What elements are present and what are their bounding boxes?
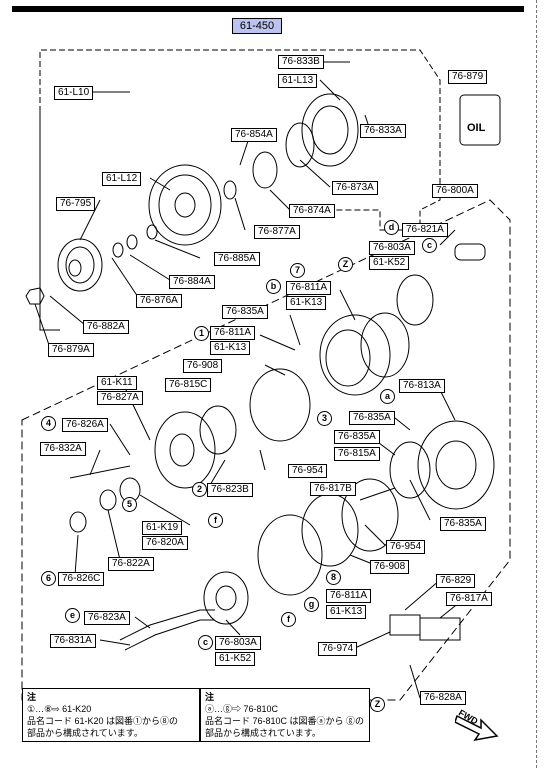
label-76-974: 76-974	[318, 642, 358, 656]
label-76-811A-mid: 76-811A	[210, 326, 256, 340]
label-61-L13: 61-L13	[278, 74, 318, 88]
note-2-line3: 部品から構成されています。	[205, 728, 321, 738]
callout-f-lower: f	[281, 612, 296, 627]
callout-f-upper: f	[208, 513, 223, 528]
label-76-954-bot: 76-954	[386, 540, 426, 554]
note-2-line2: 品名コード 76-810C は図番ⓐから ⓖの	[205, 716, 365, 726]
callout-e: e	[65, 608, 80, 623]
callout-z-bottom: Z	[370, 697, 385, 712]
oil-can-label: OIL	[467, 122, 486, 134]
label-76-831A: 76-831A	[50, 634, 96, 648]
label-61-L12: 61-L12	[102, 172, 142, 186]
label-76-879: 76-879	[448, 70, 488, 84]
label-76-879A: 76-879A	[48, 343, 94, 357]
label-61-K13-top: 61-K13	[286, 296, 327, 310]
callout-d: d	[384, 220, 399, 235]
label-76-827A: 76-827A	[97, 391, 143, 405]
callout-2: 2	[192, 482, 207, 497]
label-76-833B: 76-833B	[278, 55, 324, 69]
label-76-908-top: 76-908	[183, 359, 223, 373]
callout-6: 6	[41, 571, 56, 586]
callout-8: 8	[326, 570, 341, 585]
label-76-811A-top: 76-811A	[286, 281, 332, 295]
note-2-head: 注	[205, 692, 215, 702]
callout-3: 3	[317, 411, 332, 426]
label-76-873A: 76-873A	[332, 181, 378, 195]
label-61-K52-top: 61-K52	[369, 256, 410, 270]
label-76-803A-top: 76-803A	[369, 241, 415, 255]
label-61-K11: 61-K11	[97, 376, 137, 390]
label-76-884A: 76-884A	[169, 275, 215, 289]
callout-1: 1	[194, 326, 209, 341]
label-76-811A-bot: 76-811A	[326, 589, 372, 603]
label-76-828A: 76-828A	[420, 691, 466, 705]
label-76-874A: 76-874A	[289, 204, 335, 218]
label-76-876A: 76-876A	[136, 294, 182, 308]
note-76-810C: 注 ⓐ…ⓖ⇨ 76-810C 品名コード 76-810C は図番ⓐから ⓖの 部…	[200, 688, 370, 742]
diagram-title: 61-450	[232, 18, 282, 34]
label-76-954-top: 76-954	[288, 464, 328, 478]
callout-b: b	[266, 279, 281, 294]
label-76-820A: 76-820A	[142, 536, 188, 550]
label-76-885A: 76-885A	[214, 252, 260, 266]
label-76-822A: 76-822A	[108, 557, 154, 571]
label-76-835A-b: 76-835A	[334, 430, 380, 444]
callout-c-top: c	[422, 238, 437, 253]
label-76-826C: 76-826C	[58, 572, 105, 586]
forward-arrow-icon	[455, 714, 499, 742]
callout-7: 7	[290, 263, 305, 278]
label-76-854A: 76-854A	[231, 128, 277, 142]
label-76-817B: 76-817B	[310, 482, 356, 496]
label-76-803A-bot: 76-803A	[215, 636, 261, 650]
label-61-K13-bot: 61-K13	[326, 605, 367, 619]
note-1-line2: 品名コード 61-K20 は図番①から⑧の	[27, 716, 179, 726]
callout-5: 5	[122, 497, 137, 512]
label-76-833A: 76-833A	[360, 124, 406, 138]
label-76-829: 76-829	[436, 574, 476, 588]
label-61-K13-mid: 61-K13	[210, 341, 251, 355]
label-61-K19: 61-K19	[142, 521, 183, 535]
callout-c: c	[198, 635, 213, 650]
label-76-795: 76-795	[56, 197, 96, 211]
page-edge	[536, 0, 538, 768]
note-1-line1: ①…⑧⇨ 61-K20	[27, 704, 92, 714]
label-76-877A: 76-877A	[254, 225, 300, 239]
label-76-826A: 76-826A	[62, 418, 108, 432]
label-76-832A: 76-832A	[40, 442, 86, 456]
label-76-817A: 76-817A	[446, 592, 492, 606]
label-76-882A: 76-882A	[83, 320, 129, 334]
callout-4: 4	[41, 416, 56, 431]
callout-z-top: Z	[338, 257, 353, 272]
label-76-835A-top: 76-835A	[222, 305, 268, 319]
label-76-908-bot: 76-908	[370, 560, 410, 574]
label-76-821A: 76-821A	[402, 223, 448, 237]
note-61-K20: 注 ①…⑧⇨ 61-K20 品名コード 61-K20 は図番①から⑧の 部品から…	[22, 688, 200, 742]
callout-g: g	[304, 597, 319, 612]
label-76-823A: 76-823A	[84, 611, 130, 625]
callout-a: a	[380, 389, 395, 404]
label-76-823B: 76-823B	[207, 483, 253, 497]
diagram-frame	[12, 6, 524, 764]
label-61-L10: 61-L10	[54, 86, 94, 100]
note-1-head: 注	[27, 692, 37, 702]
label-76-813A: 76-813A	[399, 379, 445, 393]
label-61-K52-bot: 61-K52	[215, 652, 256, 666]
note-2-line1: ⓐ…ⓖ⇨ 76-810C	[205, 704, 279, 714]
note-1-line3: 部品から構成されています。	[27, 728, 143, 738]
label-76-835A-c: 76-835A	[440, 517, 486, 531]
label-76-835A-a: 76-835A	[349, 411, 395, 425]
label-76-815A: 76-815A	[334, 447, 380, 461]
label-76-815C: 76-815C	[165, 378, 212, 392]
label-76-800A: 76-800A	[432, 184, 478, 198]
